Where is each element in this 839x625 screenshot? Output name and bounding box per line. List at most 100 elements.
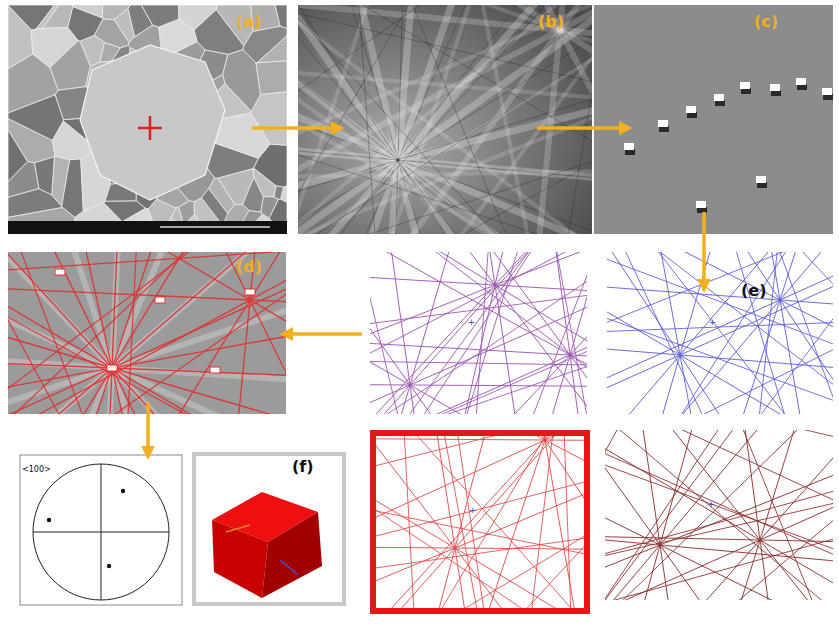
pole (450, 543, 460, 553)
pole-dot (121, 489, 125, 493)
band (420, 430, 538, 614)
simulation-blue: + (607, 252, 833, 414)
crystal-cube (194, 454, 344, 604)
band (370, 490, 590, 602)
grain (62, 159, 84, 218)
band (607, 252, 833, 414)
band (712, 252, 833, 414)
red-cross (138, 116, 162, 140)
band (8, 252, 286, 414)
band (8, 252, 286, 414)
band (370, 252, 587, 414)
image-panel: (f) (192, 452, 346, 606)
band (419, 430, 590, 614)
pole (540, 435, 550, 445)
grain (243, 177, 263, 212)
band (607, 252, 833, 414)
band (370, 252, 465, 414)
flow-arrow (146, 402, 150, 457)
band (607, 252, 833, 414)
cross-mark: + (709, 317, 717, 327)
grain (261, 197, 278, 219)
band (607, 252, 833, 414)
band (370, 252, 587, 355)
band (298, 5, 592, 234)
zone-marker (210, 367, 220, 373)
grain (8, 5, 33, 68)
peak (714, 94, 724, 101)
band (114, 252, 154, 414)
band (8, 252, 286, 414)
hough-image (594, 5, 833, 234)
band (72, 252, 286, 414)
scale-bar (160, 226, 270, 228)
band (605, 430, 833, 600)
band (298, 5, 592, 234)
band (608, 252, 752, 414)
zone-marker (55, 269, 65, 275)
grain (141, 5, 179, 27)
band (605, 430, 833, 600)
simulation-red: + (370, 430, 590, 614)
pole-dot (47, 518, 51, 522)
flow-arrow (537, 126, 630, 130)
band (607, 252, 833, 414)
band (298, 5, 584, 234)
band (211, 252, 286, 414)
flow-arrow (252, 126, 342, 130)
panel-label: <100> (22, 466, 51, 475)
band (8, 252, 286, 414)
band (605, 430, 833, 600)
grain (178, 5, 217, 30)
image-panel: (e) (607, 252, 833, 414)
band (605, 430, 833, 600)
band (8, 252, 286, 414)
cross-mark: + (468, 317, 476, 327)
band (8, 252, 191, 414)
band (607, 270, 833, 329)
band (607, 252, 833, 414)
indexed-pattern (8, 252, 286, 414)
band (370, 273, 587, 414)
grain (35, 157, 55, 195)
peak (770, 84, 780, 91)
band (605, 430, 833, 600)
pole (675, 350, 685, 360)
band (605, 430, 833, 600)
band (8, 252, 286, 414)
kikuchi-pattern (298, 5, 592, 234)
pole (775, 295, 785, 305)
band (370, 453, 590, 614)
panel-label: (e) (741, 282, 766, 300)
band (298, 5, 592, 234)
band (8, 252, 286, 414)
band (607, 310, 833, 341)
band (607, 252, 833, 414)
grain (8, 95, 63, 141)
pole (565, 350, 575, 360)
band (298, 5, 592, 234)
band (370, 252, 587, 414)
band (607, 252, 833, 414)
pole (655, 540, 665, 550)
band (605, 430, 833, 600)
band (354, 5, 592, 234)
pole (755, 535, 765, 545)
band (607, 252, 833, 414)
band (8, 252, 238, 414)
band (298, 52, 592, 234)
band (8, 252, 286, 414)
flow-arrow (282, 332, 362, 336)
peak (740, 82, 750, 89)
image-panel: (c) (594, 5, 833, 234)
band (605, 430, 833, 600)
grain (72, 5, 102, 18)
band (8, 252, 286, 414)
band (457, 252, 587, 414)
band (370, 252, 465, 414)
band (605, 430, 833, 600)
peak (796, 78, 806, 85)
band (605, 430, 833, 600)
pole-dot (107, 564, 111, 568)
